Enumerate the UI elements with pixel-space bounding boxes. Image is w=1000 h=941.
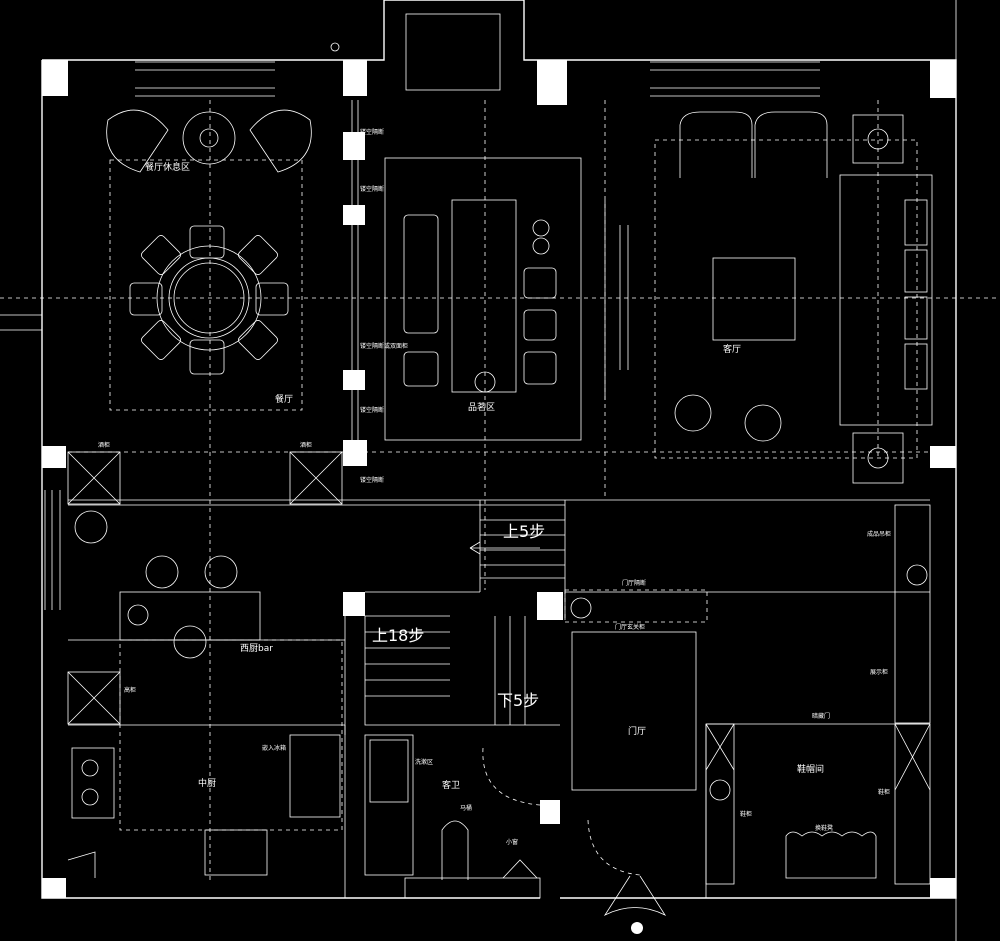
stair-label-up18: 上18步 bbox=[372, 626, 425, 645]
room-label-foyer: 门厅 bbox=[628, 727, 647, 737]
note-foyer-partition: 门厅隔断 bbox=[622, 580, 647, 587]
note-display-cabinet: 展示柜 bbox=[870, 669, 889, 676]
room-label-chinese-kitchen: 中厨 bbox=[198, 779, 217, 789]
note-toilet: 马桶 bbox=[460, 805, 473, 812]
room-label-living: 客厅 bbox=[723, 345, 742, 355]
note-wine-cabinet-1: 酒柜 bbox=[98, 442, 111, 449]
room-label-dining: 餐厅 bbox=[275, 395, 294, 405]
note-hollow-partition-3: 镂空隔断或双面柜 bbox=[360, 343, 409, 350]
tea-table bbox=[384, 157, 582, 441]
stair-label-up5: 上5步 bbox=[503, 522, 546, 541]
note-shoe-cabinet-2: 鞋柜 bbox=[878, 789, 891, 796]
room-label-guest-bath: 客卫 bbox=[442, 781, 461, 791]
note-hollow-partition-5: 镂空隔断 bbox=[360, 477, 385, 484]
note-hollow-partition-1: 镂空隔断 bbox=[360, 129, 385, 136]
note-wine-cabinet-2: 酒柜 bbox=[300, 442, 313, 449]
room-label-dining-lounge: 餐厅休息区 bbox=[145, 163, 191, 173]
note-wash-area: 洗漱区 bbox=[415, 759, 434, 766]
stair-label-down5: 下5步 bbox=[497, 691, 540, 710]
stairs bbox=[365, 504, 565, 725]
partition-screens bbox=[351, 100, 629, 450]
note-small-window: 小窗 bbox=[506, 839, 519, 846]
note-hollow-partition-4: 镂空隔断 bbox=[360, 407, 385, 414]
dining-table bbox=[106, 109, 312, 411]
exterior-walls bbox=[0, 0, 957, 941]
windows bbox=[44, 61, 820, 610]
room-label-western-kitchen: 西厨bar bbox=[240, 644, 273, 654]
note-foyer-cabinet: 门厅玄关柜 bbox=[615, 624, 646, 631]
room-label-tea-area: 品茗区 bbox=[468, 403, 496, 413]
note-tall-cabinet: 高柜 bbox=[124, 687, 137, 694]
foyer bbox=[564, 589, 708, 934]
note-shoe-cabinet-1: 鞋柜 bbox=[740, 811, 753, 818]
shoe-room bbox=[705, 504, 931, 885]
room-label-shoe-room: 鞋帽间 bbox=[797, 765, 825, 775]
kitchen-fixtures bbox=[67, 451, 343, 878]
guest-bath bbox=[364, 734, 541, 899]
note-fridge: 嵌入冰箱 bbox=[262, 745, 287, 752]
note-hollow-partition-2: 镂空隔断 bbox=[360, 186, 385, 193]
note-shoe-bench: 换鞋凳 bbox=[815, 825, 834, 832]
living-room-furniture bbox=[654, 111, 933, 484]
note-finished-cabinet: 成品吊柜 bbox=[867, 531, 892, 538]
grid-axes bbox=[0, 100, 1000, 880]
structural-columns bbox=[42, 60, 956, 898]
note-hidden-door: 暗藏门 bbox=[812, 713, 831, 720]
